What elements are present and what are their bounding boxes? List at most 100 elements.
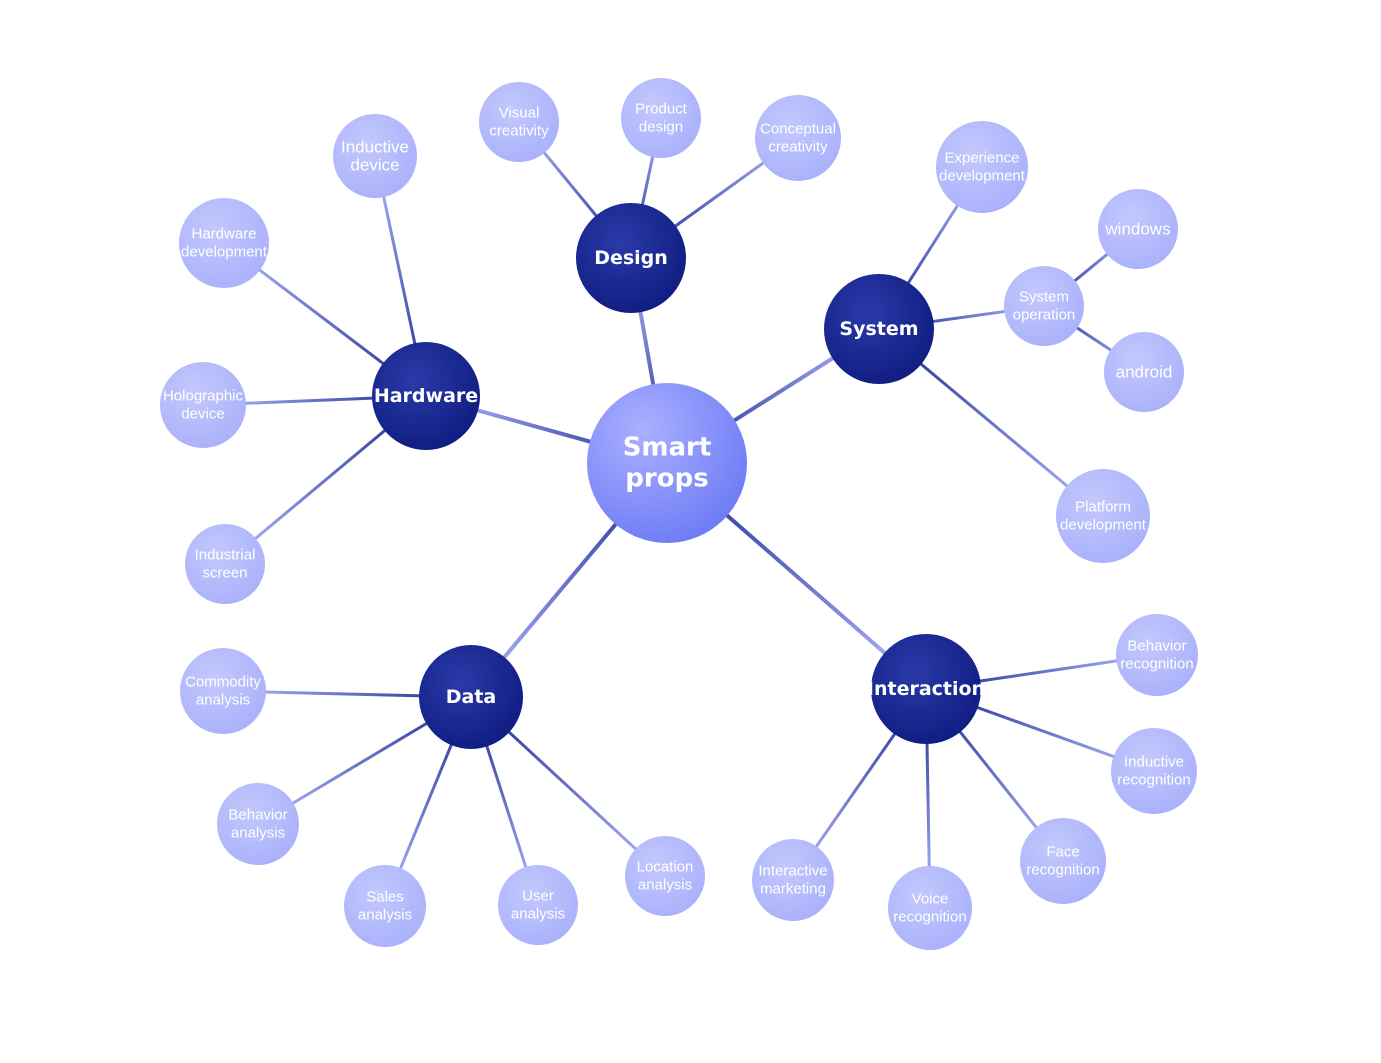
node-interactive-marketing-circle (752, 839, 834, 921)
node-hardware: Hardware (372, 342, 480, 450)
node-windows-circle (1098, 189, 1178, 269)
node-inductive-device-circle (333, 114, 417, 198)
node-user-analysis-circle (498, 865, 578, 945)
node-interaction: Interaction (867, 634, 985, 744)
node-design-circle (576, 203, 686, 313)
node-system: System (824, 274, 934, 384)
node-behavior-analysis-label-line-1: Behavior (228, 807, 287, 824)
node-product-design-circle (621, 78, 701, 158)
node-face-recognition-label-line-2: recognition (1026, 862, 1099, 879)
node-industrial-screen-label-line-1: Industrial (195, 547, 256, 564)
node-commodity-analysis-label-line-2: analysis (196, 692, 250, 709)
node-industrial-screen-circle (185, 524, 265, 604)
node-system-operation-label-line-1: System (1019, 289, 1069, 306)
node-inductive-recognition-label-line-2: recognition (1117, 772, 1190, 789)
node-platform-development-label-line-2: development (1060, 517, 1147, 534)
node-location-analysis-circle (625, 836, 705, 916)
node-platform-development-label-line-1: Platform (1075, 499, 1131, 516)
node-system-circle (824, 274, 934, 384)
node-design-label-line-1: Design (594, 247, 668, 269)
node-industrial-screen-label-line-2: screen (202, 565, 247, 582)
node-sales-analysis-circle (344, 865, 426, 947)
node-hardware-development-circle (179, 198, 269, 288)
node-inductive-device-label-line-1: Inductive (341, 138, 409, 157)
node-smart-props-label-line-2: props (625, 464, 708, 494)
node-system-operation-label-line-2: operation (1013, 307, 1076, 324)
node-visual-creativity-circle (479, 82, 559, 162)
node-windows-label-line-1: windows (1104, 220, 1170, 239)
node-conceptual-creativity-circle (755, 95, 841, 181)
node-android: android (1104, 332, 1184, 412)
node-holographic-device-circle (160, 362, 246, 448)
node-user-analysis-label-line-2: analysis (511, 906, 565, 923)
node-inductive-recognition-circle (1111, 728, 1197, 814)
node-behavior-analysis-circle (217, 783, 299, 865)
node-interaction-label-line-1: Interaction (867, 678, 985, 700)
node-face-recognition-circle (1020, 818, 1106, 904)
node-android-label-line-1: android (1116, 363, 1173, 382)
node-interactive-marketing-label-line-2: marketing (760, 881, 826, 898)
node-platform-development-circle (1056, 469, 1150, 563)
node-interaction-circle (871, 634, 981, 744)
node-holographic-device-label-line-1: Holographic (163, 388, 244, 405)
node-sales-analysis-label-line-1: Sales (366, 889, 404, 906)
node-data: Data (419, 645, 523, 749)
node-conceptual-creativity-label-line-1: Conceptual (760, 121, 836, 138)
node-voice-recognition-circle (888, 866, 972, 950)
node-visual-creativity-label-line-1: Visual (499, 105, 540, 122)
node-design: Design (576, 203, 686, 313)
node-sales-analysis-label-line-2: analysis (358, 907, 412, 924)
node-data-circle (419, 645, 523, 749)
node-experience-development-label-line-1: Experience (944, 150, 1019, 167)
node-commodity-analysis-label-line-1: Commodity (185, 674, 261, 691)
node-hardware-circle (372, 342, 480, 450)
node-location-analysis-label-line-1: Location (637, 859, 694, 876)
node-android-circle (1104, 332, 1184, 412)
node-conceptual-creativity-label-line-2: creativity (768, 139, 828, 156)
node-voice-recognition-label-line-2: recognition (893, 909, 966, 926)
node-experience-development-label-line-2: development (939, 168, 1026, 185)
node-system-operation-circle (1004, 266, 1084, 346)
node-user-analysis-label-line-1: User (522, 888, 554, 905)
node-location-analysis-label-line-2: analysis (638, 877, 692, 894)
node-commodity-analysis-circle (180, 648, 266, 734)
node-data-label-line-1: Data (446, 686, 497, 708)
node-product-design-label-line-1: Product (635, 101, 688, 118)
node-experience-development-circle (936, 121, 1028, 213)
node-product-design-label-line-2: design (639, 119, 683, 136)
node-inductive-device-label-line-2: device (350, 156, 399, 175)
node-behavior-recognition-circle (1116, 614, 1198, 696)
node-holographic-device-label-line-2: device (181, 406, 224, 423)
node-system-label-line-1: System (839, 318, 918, 340)
node-windows: windows (1098, 189, 1178, 269)
node-behavior-recognition-label-line-1: Behavior (1127, 638, 1186, 655)
node-behavior-recognition-label-line-2: recognition (1120, 656, 1193, 673)
node-inductive-recognition-label-line-1: Inductive (1124, 754, 1184, 771)
node-voice-recognition-label-line-1: Voice (912, 891, 949, 908)
node-hardware-development-label-line-1: Hardware (191, 226, 256, 243)
node-hardware-label-line-1: Hardware (374, 385, 478, 407)
node-face-recognition-label-line-1: Face (1046, 844, 1079, 861)
